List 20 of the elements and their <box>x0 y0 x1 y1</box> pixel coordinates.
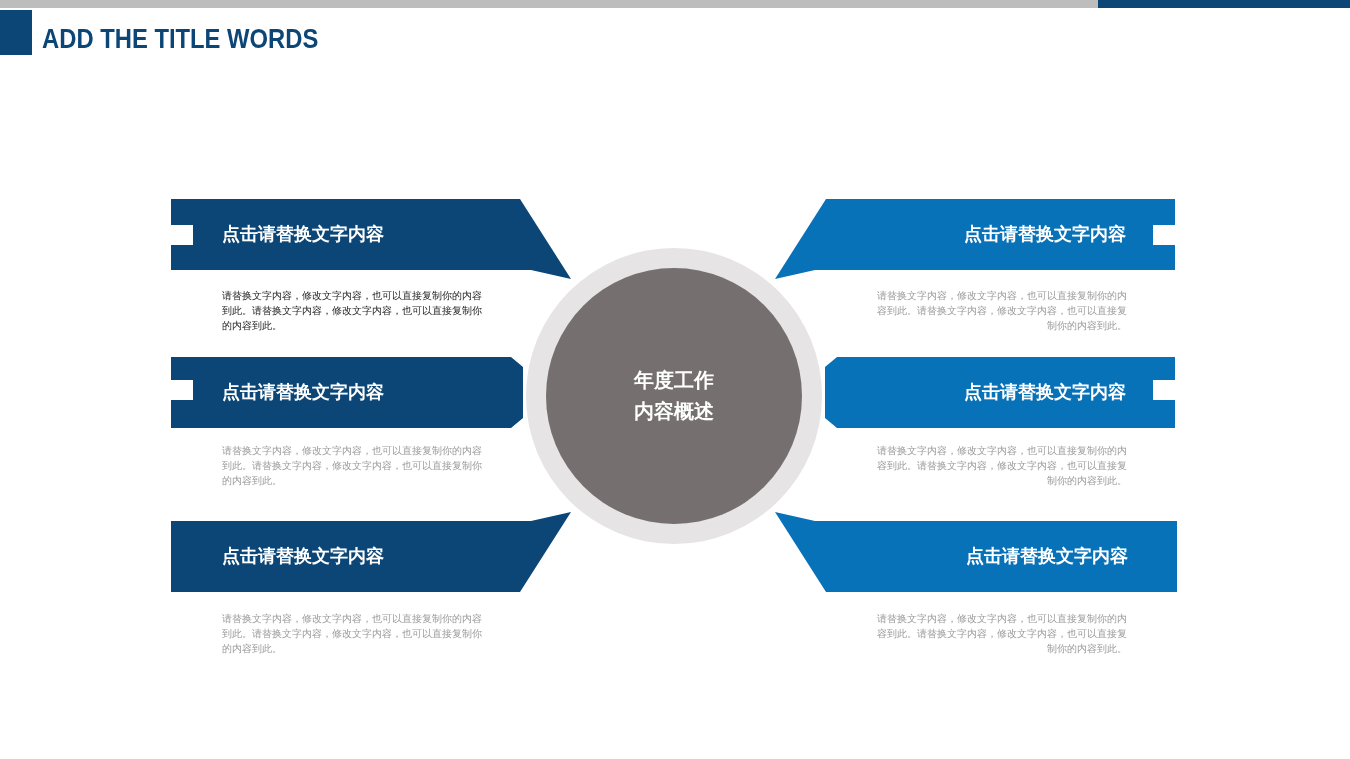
banner-shape <box>775 199 1175 279</box>
banner-heading: 点击请替换文字内容 <box>964 380 1126 404</box>
banner-shape <box>171 199 571 279</box>
slide-title: ADD THE TITLE WORDS <box>42 22 319 56</box>
description-text: 请替换文字内容，修改文字内容，也可以直接复制你的内容到此。请替换文字内容，修改文字内容，也可以直接复制你的内容到此。 <box>222 289 482 333</box>
banner-shape <box>171 357 523 428</box>
description-text: 请替换文字内容，修改文字内容，也可以直接复制你的内容到此。请替换文字内容，修改文字内容，也可以直接复制你的内容到此。 <box>877 289 1127 333</box>
description-text: 请替换文字内容，修改文字内容，也可以直接复制你的内容到此。请替换文字内容，修改文字内容，也可以直接复制你的内容到此。 <box>222 612 482 656</box>
banner-heading: 点击请替换文字内容 <box>222 380 384 404</box>
banner-heading: 点击请替换文字内容 <box>222 222 384 246</box>
description-text: 请替换文字内容，修改文字内容，也可以直接复制你的内容到此。请替换文字内容，修改文字内容，也可以直接复制你的内容到此。 <box>222 444 482 488</box>
banner-shape <box>171 512 571 592</box>
banner-shape <box>825 357 1175 428</box>
banner-shape <box>775 512 1177 592</box>
center-label: 年度工作内容概述 <box>632 367 715 425</box>
banner-heading: 点击请替换文字内容 <box>964 222 1126 246</box>
banner-heading: 点击请替换文字内容 <box>222 544 384 568</box>
description-text: 请替换文字内容，修改文字内容，也可以直接复制你的内容到此。请替换文字内容，修改文字内容，也可以直接复制你的内容到此。 <box>877 612 1127 656</box>
description-text: 请替换文字内容，修改文字内容，也可以直接复制你的内容到此。请替换文字内容，修改文字内容，也可以直接复制你的内容到此。 <box>877 444 1127 488</box>
banner-heading: 点击请替换文字内容 <box>966 544 1128 568</box>
